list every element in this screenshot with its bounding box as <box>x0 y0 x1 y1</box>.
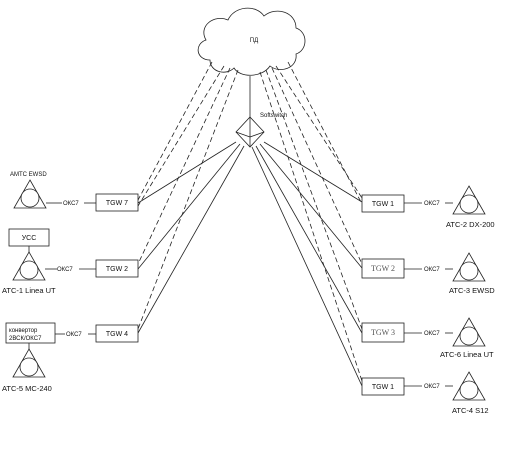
softswitch-inner-line-2 <box>235 131 251 138</box>
dashed-link-tgw3-right <box>265 69 363 330</box>
converter-box <box>5 322 56 344</box>
tgw-2-right-label: TGW 2 <box>371 264 395 273</box>
right-row-4: TGW 1 ОКС7 АТС-4 S12 <box>361 371 489 415</box>
right-row-2: TGW 2 ОКС7 АТС-3 EWSD <box>361 252 495 295</box>
dashed-links <box>137 61 363 382</box>
station-circle-ats4 <box>459 380 479 400</box>
dashed-link-tgw7-a <box>137 61 213 201</box>
station-circle-ats1 <box>19 260 39 280</box>
tgw-2-left-label: TGW 2 <box>106 266 128 273</box>
link-ss-tgw2-left <box>137 143 241 270</box>
tgw-4-box <box>95 324 139 343</box>
link-ss-tgw2-right <box>259 143 363 269</box>
right-signal-4: ОКС7 <box>424 384 440 390</box>
link-ss-tgw4 <box>137 145 245 334</box>
tgw-2-left-box <box>95 259 139 278</box>
converter-label-line2: 2ВСК/ОКС7 <box>9 336 42 342</box>
ats5-label: АТС-5 МС-240 <box>2 384 52 393</box>
dashed-link-tgw7-b <box>137 65 225 207</box>
ats1-label: АТС-1 Linea UT <box>2 286 56 295</box>
link-ss-tgw3 <box>255 145 363 334</box>
tgw-1-bottom-box <box>361 377 405 396</box>
dashed-link-tgw4-left <box>137 69 239 330</box>
softswitch: Softswitch <box>235 113 287 148</box>
right-row-1: TGW 1 ОКС7 АТС-2 DX-200 <box>361 185 495 229</box>
dashed-link-tgw2-right <box>271 67 363 265</box>
tgw-7-label: TGW 7 <box>106 200 128 207</box>
link-ss-tgw7 <box>137 141 237 204</box>
ats4-label: АТС-4 S12 <box>452 406 489 415</box>
ats6-label: АТС-6 Linea UT <box>440 350 494 359</box>
left-row-2: УСС АТС-1 Linea UT ОКС7 TGW 2 <box>2 228 139 295</box>
left-row-1: АМТС EWSD ОКС7 TGW 7 <box>10 172 139 212</box>
station-circle-ats6 <box>459 326 479 346</box>
tgw-1-top-box <box>361 194 405 213</box>
cloud-label: ПД <box>250 38 258 44</box>
left-signal-1: ОКС7 <box>63 201 79 207</box>
converter-label-line1: конвертор <box>9 328 38 334</box>
tgw-1-bottom-label: TGW 1 <box>372 384 394 391</box>
tgw-3-label: TGW 3 <box>371 328 395 337</box>
amts-ewsd-label: АМТС EWSD <box>10 172 47 178</box>
softswitch-inner-line-3 <box>249 131 265 138</box>
packet-network-cloud: ПД <box>197 7 306 76</box>
tgw-7-box <box>95 193 139 212</box>
right-signal-3: ОКС7 <box>424 331 440 337</box>
link-ss-tgw1-bottom <box>251 146 363 387</box>
station-circle-ats3 <box>459 261 479 281</box>
dashed-link-tgw2-left <box>137 67 231 265</box>
right-signal-2: ОКС7 <box>424 267 440 273</box>
station-circle-amts <box>20 188 40 208</box>
ats3-label: АТС-3 EWSD <box>449 286 495 295</box>
left-row-3: конвертор 2ВСК/ОКС7 АТС-5 МС-240 ОКС7 TG… <box>2 322 139 393</box>
dashed-link-tgw1-b <box>287 61 363 205</box>
tgw-3-box <box>361 322 405 343</box>
station-circle-ats2 <box>459 194 479 214</box>
ats2-label: АТС-2 DX-200 <box>446 220 495 229</box>
station-circle-ats5 <box>19 357 39 377</box>
right-signal-1: ОКС7 <box>424 201 440 207</box>
dashed-link-tgw1-bottom <box>259 71 363 382</box>
left-signal-3: ОКС7 <box>66 332 82 338</box>
tgw-2-right-box <box>361 258 405 279</box>
tgw-1-top-label: TGW 1 <box>372 201 394 208</box>
softswitch-label: Softswitch <box>260 113 287 119</box>
solid-links <box>137 141 363 387</box>
right-row-3: TGW 3 ОКС7 АТС-6 Linea UT <box>361 317 494 359</box>
link-ss-tgw1-top <box>263 141 363 203</box>
cloud-shape <box>197 7 306 76</box>
uss-label: УСС <box>22 235 37 242</box>
tgw-4-label: TGW 4 <box>106 331 128 338</box>
left-signal-2: ОКС7 <box>57 267 73 273</box>
